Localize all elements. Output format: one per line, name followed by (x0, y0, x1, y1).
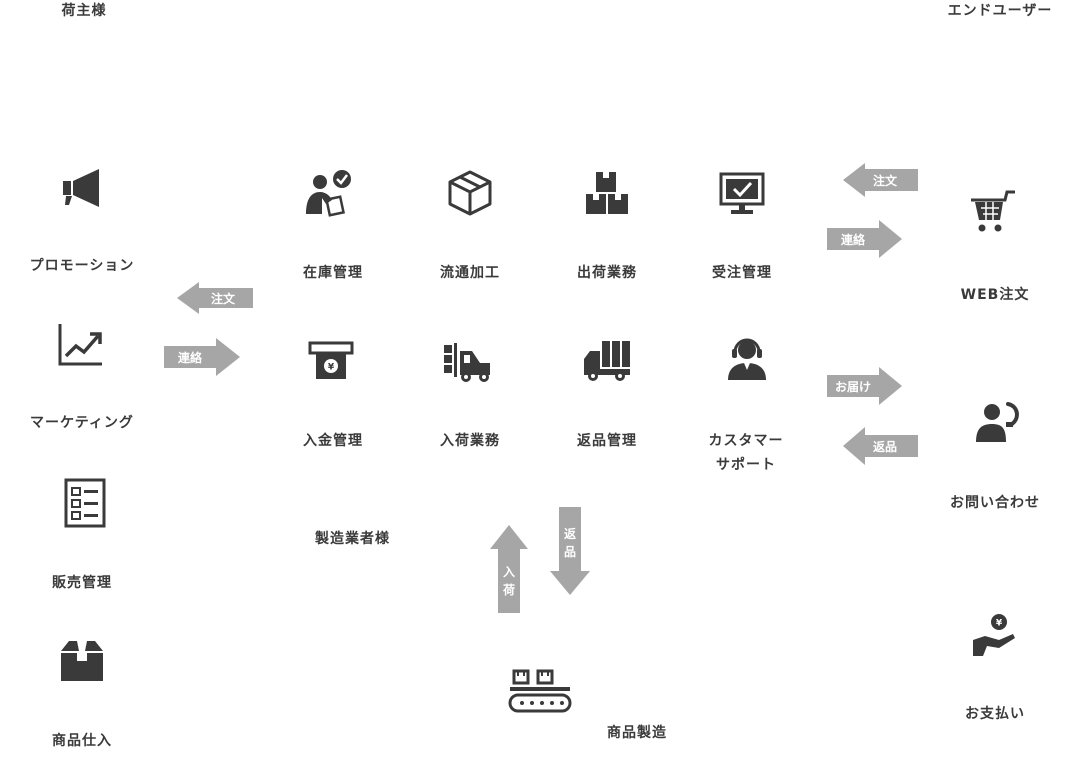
order-arrow-right-text: 注文 (873, 174, 898, 188)
manufacturer-header: 製造業者様 (315, 531, 390, 547)
payment-label: お支払い (965, 706, 1025, 722)
contact-arrow-left-text: 連絡 (178, 351, 203, 365)
payment-hand-icon: ¥ (969, 610, 1019, 660)
box-icon (57, 635, 107, 685)
returns-management-label: 返品管理 (577, 433, 637, 449)
megaphone-icon (57, 163, 107, 213)
inventory-label: 在庫管理 (303, 265, 363, 281)
marketing-label: マーケティング (30, 415, 134, 431)
delivery-arrow: お届け (827, 367, 902, 405)
manufacturing-label: 商品製造 (607, 725, 667, 741)
conveyor-icon (508, 665, 574, 715)
contact-arrow-left: 連絡 (164, 338, 240, 376)
phone-user-icon (972, 398, 1022, 448)
shipper-header: 荷主様 (61, 3, 107, 19)
receiving-arrow-up: 入荷 (490, 525, 528, 613)
contact-arrow-right: 連絡 (827, 220, 902, 258)
contact-arrow-right-text: 連絡 (841, 233, 866, 247)
order-arrow-left: 注文 (177, 282, 253, 314)
order-management-label: 受注管理 (712, 265, 772, 281)
returns-arrow-down: 返品 (550, 507, 590, 595)
payment-management-label: 入金管理 (303, 433, 363, 449)
order-arrow-left-text: 注文 (211, 292, 236, 306)
shipping-label: 出荷業務 (577, 265, 637, 281)
truck-icon (582, 335, 632, 385)
returns-arrow-right-text: 返品 (873, 440, 898, 454)
returns-arrow-down-text: 返品 (563, 527, 576, 559)
processing-label: 流通加工 (440, 265, 500, 281)
headset-operator-icon (722, 332, 772, 382)
stacked-boxes-icon (582, 168, 632, 218)
shopping-cart-icon (969, 188, 1019, 238)
cash-register-icon: ¥ (306, 335, 356, 385)
end-user-header: エンドユーザー (947, 3, 1053, 19)
receiving-label: 入荷業務 (440, 433, 500, 449)
trend-chart-icon (56, 320, 106, 370)
checklist-icon (60, 478, 110, 528)
svg-text:¥: ¥ (328, 363, 335, 373)
returns-arrow-right: 返品 (843, 427, 918, 465)
promotion-label: プロモーション (29, 258, 135, 274)
support-label-line2: サポート (716, 457, 776, 473)
package-icon (445, 168, 495, 218)
web-order-label: WEB注文 (960, 287, 1030, 303)
receiving-arrow-up-text: 入荷 (502, 565, 515, 597)
forklift-icon (442, 335, 492, 385)
monitor-check-icon (717, 168, 767, 218)
worker-check-icon (302, 168, 352, 218)
inquiry-label: お問い合わせ (950, 495, 1040, 511)
support-label-line1: カスタマー (708, 433, 784, 449)
svg-text:¥: ¥ (996, 619, 1003, 629)
delivery-arrow-text: お届け (835, 380, 872, 394)
purchase-label: 商品仕入 (52, 733, 112, 749)
sales-management-label: 販売管理 (52, 575, 112, 591)
order-arrow-right: 注文 (843, 163, 918, 197)
